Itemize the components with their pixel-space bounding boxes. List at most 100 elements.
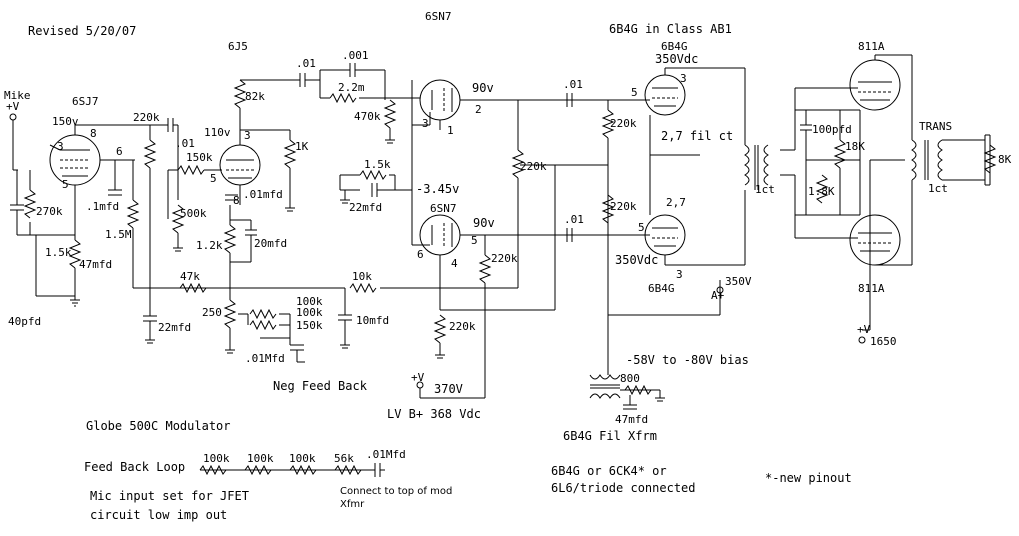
tube-811a-top-label: 811A bbox=[858, 40, 885, 53]
ct2-label: 1ct bbox=[928, 182, 948, 195]
class-note: 6B4G in Class AB1 bbox=[609, 22, 732, 36]
6j5-pin5: 5 bbox=[210, 172, 217, 185]
6sj7-pin6: 6 bbox=[116, 145, 123, 158]
r10k-top-label: 10k bbox=[352, 270, 372, 283]
6sn7-top-pin2: 2 bbox=[475, 103, 482, 116]
r150k-bias-label: 150k bbox=[296, 319, 323, 332]
mike-plus-v: +V bbox=[6, 100, 20, 113]
fb-r3-label: 100k bbox=[289, 452, 316, 465]
v345-label: -3.45v bbox=[416, 182, 459, 196]
fb-cap-label: .01Mfd bbox=[366, 448, 406, 461]
r220k-mid-label: 220k bbox=[520, 160, 547, 173]
tube-6sn7-bottom-envelope bbox=[419, 214, 461, 256]
fil-xfrm-label: 6B4G Fil Xfrm bbox=[563, 429, 657, 443]
r220k-grid-a-label: 220k bbox=[610, 117, 637, 130]
6j5-pin8: 8 bbox=[233, 194, 240, 207]
6sn7-bot-pin5: 5 bbox=[471, 234, 478, 247]
r47k-label: 47k bbox=[180, 270, 200, 283]
v90b-label: 90v bbox=[473, 216, 495, 230]
pin27-label: 2,7 bbox=[666, 196, 686, 209]
6b4g-top-pin5: 5 bbox=[631, 86, 638, 99]
v370-label: 370V bbox=[434, 382, 463, 396]
6sn7-top-pin1: 1 bbox=[447, 124, 454, 137]
c01-a-label: .01 bbox=[175, 137, 195, 150]
v350-bot-label: 350Vdc bbox=[615, 253, 658, 267]
r150k-driver-label: 150k bbox=[186, 151, 213, 164]
revised-label: Revised 5/20/07 bbox=[28, 24, 136, 38]
r220k-c-label: 220k bbox=[449, 320, 476, 333]
tube-6sn7-top-envelope bbox=[419, 79, 461, 121]
feedback-loop-strip bbox=[199, 463, 385, 477]
modulator-title: Globe 500C Modulator bbox=[86, 419, 231, 433]
r470k-label: 470k bbox=[354, 110, 381, 123]
input-stage bbox=[9, 113, 222, 307]
fb-xfmr-label: Xfmr bbox=[340, 499, 365, 510]
r220k-grid-b-label: 220k bbox=[610, 200, 637, 213]
c01-top-label: .01 bbox=[563, 78, 583, 91]
final-plus-v: +V bbox=[857, 323, 871, 336]
c01-b-label: .01 bbox=[296, 57, 316, 70]
tube-6sn7-bottom-label: 6SN7 bbox=[430, 202, 457, 215]
6j5-pin3: 3 bbox=[244, 129, 251, 142]
r100k-b-label: 100k bbox=[296, 306, 323, 319]
driver-stage bbox=[219, 73, 320, 300]
c001-label: .001 bbox=[342, 49, 369, 62]
fb-r4-label: 56k bbox=[334, 452, 354, 465]
c40pfd-label: 40pfd bbox=[8, 315, 41, 328]
r22m-label: 2.2m bbox=[338, 81, 365, 94]
v110-label: 110v bbox=[204, 126, 231, 139]
r220k-input-label: 220k bbox=[133, 111, 160, 124]
trans-label: TRANS bbox=[919, 120, 952, 133]
r500k-label: 500k bbox=[180, 207, 207, 220]
alt-tubes-line1: 6B4G or 6CK4* or bbox=[551, 464, 667, 478]
a-plus-label: A+ bbox=[711, 289, 725, 302]
c20mfd-label: 20mfd bbox=[254, 237, 287, 250]
feedback-network bbox=[133, 282, 518, 363]
tube-6sn7-top-label: 6SN7 bbox=[425, 10, 452, 23]
6sn7-top-pin3: 3 bbox=[422, 117, 429, 130]
6sj7-pin3: 3 bbox=[57, 140, 64, 153]
tube-811a-bottom-label: 811A bbox=[858, 282, 885, 295]
r220k-b-label: 220k bbox=[491, 252, 518, 265]
r270k-label: 270k bbox=[36, 205, 63, 218]
bias-supply bbox=[589, 315, 665, 410]
ct1-label: 1ct bbox=[755, 183, 775, 196]
v150-label: 150v bbox=[52, 115, 79, 128]
tube-811a-bottom-envelope bbox=[849, 214, 901, 266]
c22mfd-phase-label: 22mfd bbox=[349, 201, 382, 214]
r82k-label: 82k bbox=[245, 90, 265, 103]
6sj7-pin5: 5 bbox=[62, 178, 69, 191]
tube-6b4g-bottom-envelope bbox=[644, 214, 686, 256]
r100k-a-label: 100k bbox=[296, 295, 323, 308]
c10mfd-label: 10mfd bbox=[356, 314, 389, 327]
output-driver-stage bbox=[485, 67, 769, 316]
lv-bplus-label: LV B+ 368 Vdc bbox=[387, 407, 481, 421]
c01mfd-bias-label: .01Mfd bbox=[245, 352, 285, 365]
c22mfd-bias-label: 22mfd bbox=[158, 321, 191, 334]
c100pfd-label: 100pfd bbox=[812, 123, 852, 136]
6b4g-bot-pin3: 3 bbox=[676, 268, 683, 281]
r800-label: 800 bbox=[620, 372, 640, 385]
c47mfd-bias-label: 47mfd bbox=[615, 413, 648, 426]
c47mfd-input-label: 47mfd bbox=[79, 258, 112, 271]
tube-6j5-label: 6J5 bbox=[228, 40, 248, 53]
6sn7-bot-pin6: 6 bbox=[417, 248, 424, 261]
phase-splitter bbox=[319, 63, 620, 399]
6b4g-bot-pin5: 5 bbox=[638, 221, 645, 234]
alt-tubes-line2: 6L6/triode connected bbox=[551, 481, 696, 495]
supply-plus-v: +V bbox=[411, 371, 425, 384]
fb-r2-label: 100k bbox=[247, 452, 274, 465]
6b4g-top-pin3: 3 bbox=[680, 72, 687, 85]
r15k-phase-label: 1.5k bbox=[364, 158, 391, 171]
6sj7-pin8: 8 bbox=[90, 127, 97, 140]
c01-bot-label: .01 bbox=[564, 213, 584, 226]
feedback-loop-label: Feed Back Loop bbox=[84, 460, 185, 474]
v90a-label: 90v bbox=[472, 81, 494, 95]
6sn7-bot-pin4: 4 bbox=[451, 257, 458, 270]
tube-6b4g-top-envelope bbox=[644, 74, 686, 116]
r8K-label: 8K bbox=[998, 153, 1012, 166]
tube-6b4g-bottom-label: 6B4G bbox=[648, 282, 675, 295]
r15k-input-label: 1.5k bbox=[45, 246, 72, 259]
